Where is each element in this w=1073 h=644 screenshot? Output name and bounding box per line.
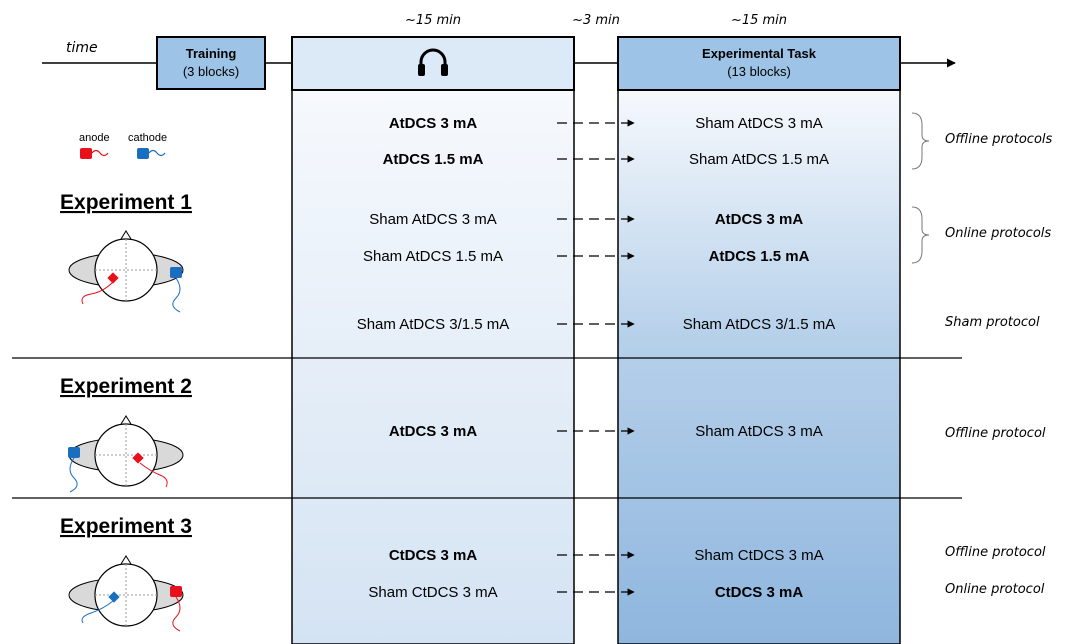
training-title: Training [186,46,237,61]
head-montage-icon [68,230,184,313]
task-condition: AtDCS 3 mA [715,211,804,228]
duration-stimulation: ~15 min [405,13,461,28]
protocol-label: Online protocol [945,582,1045,597]
duration-task: ~15 min [731,13,787,28]
protocol-label: Sham protocol [945,315,1040,330]
task-condition: AtDCS 1.5 mA [709,248,810,265]
stimulation-column [291,89,575,644]
duration-gap: ~3 min [572,13,620,28]
task-condition: Sham CtDCS 3 mA [694,547,823,564]
task-condition: Sham AtDCS 1.5 mA [689,151,829,168]
stim-condition: Sham CtDCS 3 mA [368,584,497,601]
legend-cathode-label: cathode [128,132,167,144]
offline-brace [911,112,930,170]
stim-condition: Sham AtDCS 3/1.5 mA [357,316,510,333]
protocol-label: Offline protocol [945,545,1046,560]
anode-electrode-icon [80,148,92,159]
protocol-label: Offline protocols [945,132,1053,147]
stim-condition: AtDCS 1.5 mA [383,151,484,168]
stimulation-header [291,36,575,91]
stim-condition: Sham AtDCS 3 mA [369,211,497,228]
time-label: time [66,40,98,56]
protocol-label: Online protocols [945,226,1051,241]
experiment-2-title: Experiment 2 [60,375,192,398]
task-column [617,89,901,644]
legend-anode-label: anode [79,132,110,144]
training-subtitle: (3 blocks) [183,64,239,79]
training-box [156,36,266,90]
headphones-icon [418,48,448,76]
stim-condition: Sham AtDCS 1.5 mA [363,248,503,265]
task-condition: Sham AtDCS 3 mA [695,115,823,132]
task-condition: Sham AtDCS 3 mA [695,423,823,440]
experiment-1-title: Experiment 1 [60,191,192,214]
task-header [617,36,901,91]
experiment-3-title: Experiment 3 [60,515,192,538]
head-montage-icon [68,415,184,493]
task-subtitle: (13 blocks) [727,64,791,79]
task-condition: Sham AtDCS 3/1.5 mA [683,316,836,333]
task-title: Experimental Task [702,46,817,61]
stim-condition: AtDCS 3 mA [389,115,478,132]
task-condition: CtDCS 3 mA [715,584,804,601]
stim-condition: CtDCS 3 mA [389,547,478,564]
stim-condition: AtDCS 3 mA [389,423,478,440]
cathode-electrode-icon [137,148,149,159]
head-montage-icon [68,555,184,632]
protocol-label: Offline protocol [945,426,1046,441]
online-brace [911,206,930,264]
